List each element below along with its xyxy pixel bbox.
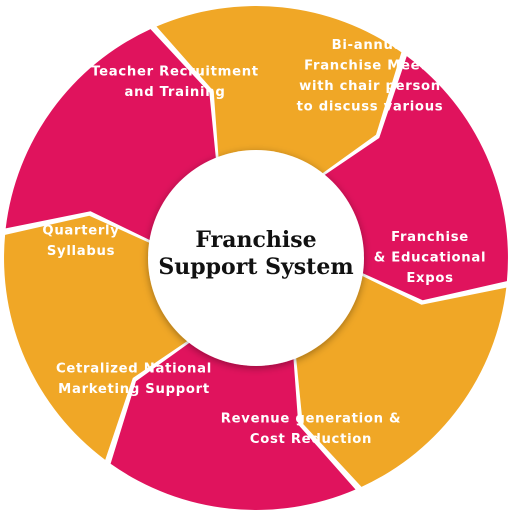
segment-1-label-line-4: to discuss various: [297, 99, 444, 114]
segment-4-label-line-2: Marketing Support: [58, 382, 210, 397]
segment-5-label-line-2: Syllabus: [47, 244, 115, 259]
cycle-segment-6: [156, 6, 402, 183]
segment-1-label-line-2: Franchise Meets: [304, 58, 436, 73]
center-hub: [148, 150, 364, 366]
segment-2-label-line-1: Franchise: [391, 230, 469, 245]
segment-3-label-line-2: Cost Reduction: [250, 432, 372, 447]
segment-1-label-line-1: Bi-annual: [332, 38, 409, 53]
center-title-line-1: Franchise: [195, 227, 316, 253]
segment-3-label-line-1: Revenue generation &: [221, 411, 401, 426]
segment-5-label-line-1: Quarterly: [42, 223, 119, 238]
cycle-segment-5: [5, 29, 218, 248]
segment-4-label-line-1: Cetralized National: [56, 361, 212, 376]
segment-2-label-line-2: & Educational: [374, 251, 486, 266]
cycle-segment-2: [294, 268, 507, 487]
cycle-segment-3: [110, 333, 356, 510]
segment-6-label-line-2: and Training: [125, 85, 226, 100]
segment-6-label-line-1: Teacher Recruitment: [91, 64, 259, 79]
center-title-line-2: Support System: [158, 254, 353, 280]
segment-2-label-line-3: Expos: [406, 271, 453, 286]
segment-1-label-line-3: with chair person: [299, 79, 441, 94]
